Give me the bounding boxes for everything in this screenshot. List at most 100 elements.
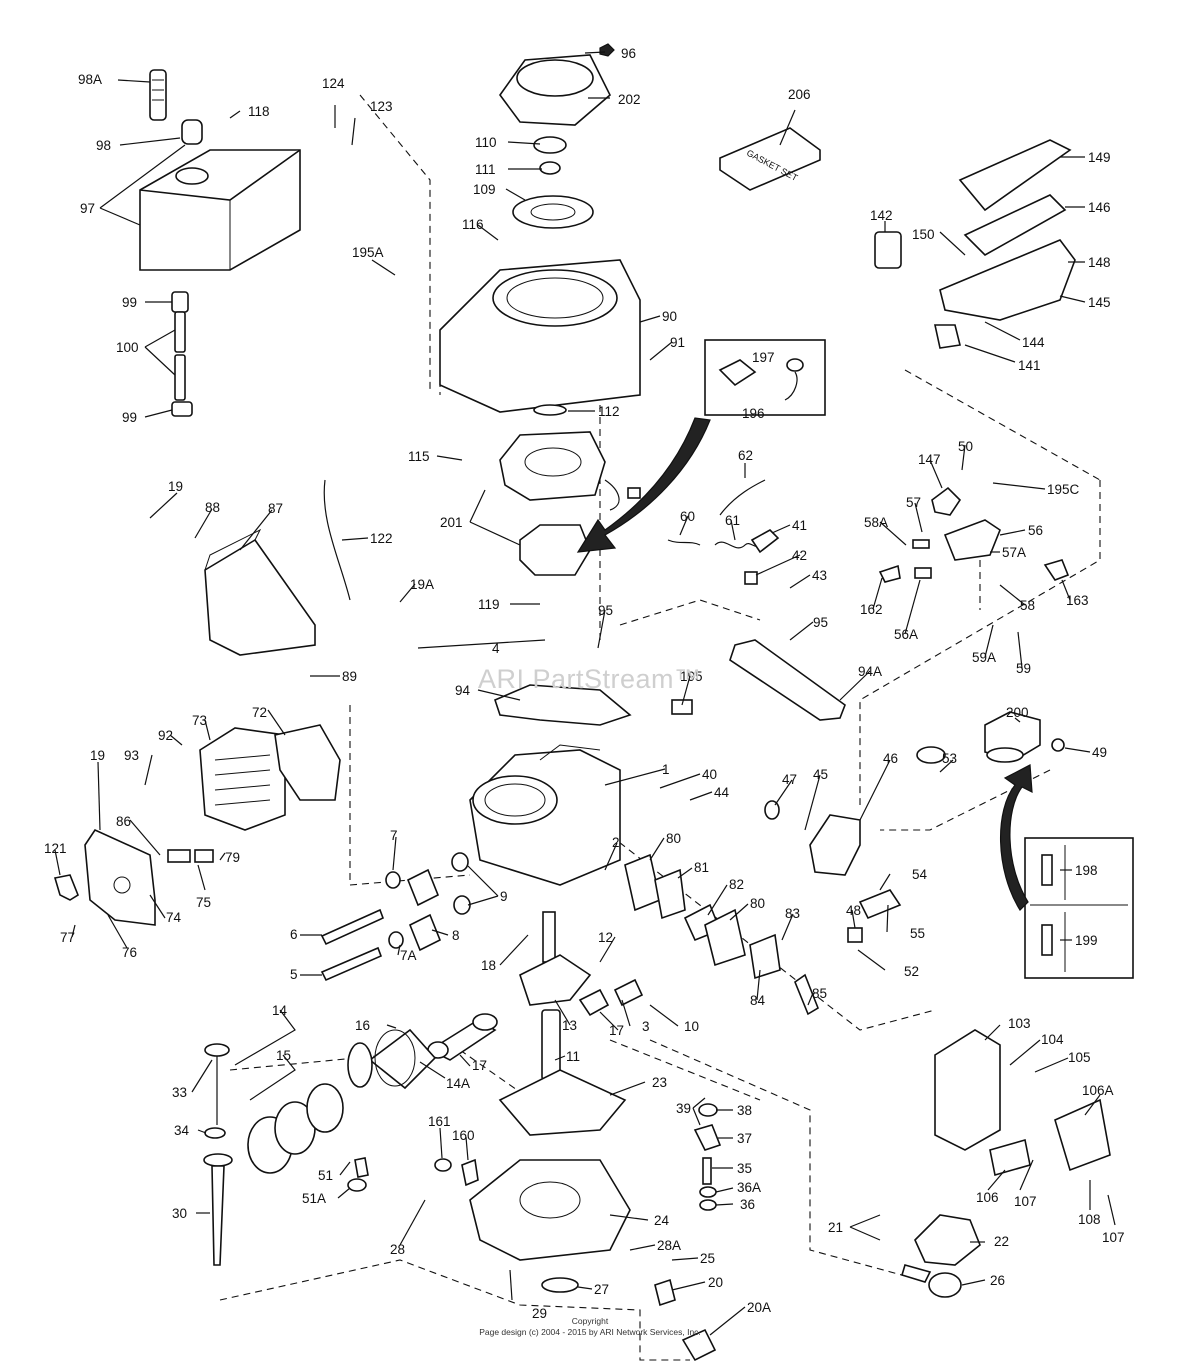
- callout-84: 84: [750, 993, 766, 1008]
- callout-54: 54: [912, 867, 928, 882]
- oil-tank-97: [139, 69, 301, 271]
- callout-17: 17: [472, 1058, 487, 1073]
- page-design-credit: Page design (c) 2004 - 2015 by ARI Netwo…: [479, 1327, 701, 1337]
- callout-88: 88: [205, 500, 220, 515]
- callout-59: 59: [1016, 661, 1031, 676]
- pto-gear-22: [901, 1214, 981, 1298]
- shield-74: [53, 828, 156, 926]
- callout-195: 195: [680, 669, 703, 684]
- callout-75: 75: [196, 895, 211, 910]
- callout-41: 41: [792, 518, 807, 533]
- callout-labels: 98A 118 98 97 124 123 96 202 206 149 146…: [44, 46, 1125, 1321]
- callout-141: 141: [1018, 358, 1041, 373]
- callout-118: 118: [248, 104, 270, 119]
- callout-95b: 95: [813, 615, 828, 630]
- callout-121: 121: [44, 841, 67, 856]
- callout-99b: 99: [122, 410, 137, 425]
- callout-14: 14: [272, 1003, 288, 1018]
- callout-97: 97: [80, 201, 95, 216]
- callout-29: 29: [532, 1306, 547, 1321]
- callout-96: 96: [621, 46, 636, 61]
- callout-57: 57: [906, 495, 921, 510]
- callout-200: 200: [1006, 705, 1029, 720]
- callout-11: 11: [566, 1049, 580, 1064]
- callout-202: 202: [618, 92, 641, 107]
- callout-80: 80: [666, 831, 681, 846]
- callout-58: 58: [1020, 598, 1035, 613]
- callout-108: 108: [1078, 1212, 1101, 1227]
- callout-91: 91: [670, 335, 685, 350]
- callout-80b: 80: [750, 896, 765, 911]
- callout-26: 26: [990, 1273, 1005, 1288]
- callout-110: 110: [475, 135, 497, 150]
- shroud-87: [204, 528, 316, 656]
- callout-62: 62: [738, 448, 753, 463]
- callout-162: 162: [860, 602, 883, 617]
- callout-124: 124: [322, 76, 345, 91]
- callout-58A: 58A: [864, 515, 888, 530]
- callout-74: 74: [166, 910, 182, 925]
- bracket-20A: [654, 1278, 717, 1362]
- callout-90: 90: [662, 309, 677, 324]
- callout-42: 42: [792, 548, 807, 563]
- callout-106: 106: [976, 1190, 999, 1205]
- fuel-line-55: [847, 889, 902, 943]
- flywheel-201: [499, 404, 641, 576]
- callout-161: 161: [428, 1114, 451, 1129]
- callout-87: 87: [268, 501, 283, 516]
- callout-56: 56: [1028, 523, 1043, 538]
- callout-19: 19: [168, 479, 183, 494]
- starter-202: [499, 43, 615, 229]
- callout-12: 12: [598, 930, 613, 945]
- blower-housing-90: [439, 259, 641, 413]
- callout-147: 147: [918, 452, 941, 467]
- callout-22: 22: [994, 1234, 1009, 1249]
- callout-98A: 98A: [78, 72, 102, 87]
- callout-1: 1: [662, 762, 670, 777]
- callout-37: 37: [737, 1131, 752, 1146]
- callout-72: 72: [252, 705, 267, 720]
- callout-107: 107: [1014, 1194, 1037, 1209]
- callout-7A: 7A: [400, 948, 417, 963]
- callout-4: 4: [492, 641, 500, 656]
- governor-parts: [693, 1103, 722, 1211]
- callout-76: 76: [122, 945, 137, 960]
- callout-52: 52: [904, 964, 919, 979]
- callout-93: 93: [124, 748, 139, 763]
- callout-94: 94: [455, 683, 471, 698]
- callout-149: 149: [1088, 150, 1111, 165]
- callout-10: 10: [684, 1019, 699, 1034]
- callout-8: 8: [452, 928, 460, 943]
- callout-44: 44: [714, 785, 730, 800]
- mounting-flange-24: [347, 1069, 631, 1293]
- callout-2: 2: [612, 835, 620, 850]
- callout-122: 122: [370, 531, 393, 546]
- intake-manifold-46: [764, 800, 861, 876]
- callout-73: 73: [192, 713, 207, 728]
- callout-19A: 19A: [410, 577, 434, 592]
- callout-24: 24: [654, 1213, 670, 1228]
- kit-arrow: [1000, 764, 1033, 911]
- callout-leaders: [54, 51, 1116, 1336]
- callout-59A: 59A: [972, 650, 996, 665]
- callout-57A: 57A: [1002, 545, 1026, 560]
- callout-198: 198: [1075, 863, 1098, 878]
- callout-18: 18: [481, 958, 496, 973]
- copyright-line: Copyright: [571, 1316, 609, 1326]
- callout-86: 86: [116, 814, 131, 829]
- callout-51A: 51A: [302, 1191, 326, 1206]
- callout-107b: 107: [1102, 1230, 1125, 1245]
- callout-55: 55: [910, 926, 925, 941]
- dipstick-30: [203, 1043, 233, 1266]
- callout-20: 20: [708, 1275, 723, 1290]
- callout-81: 81: [694, 860, 709, 875]
- callout-201: 201: [440, 515, 463, 530]
- callout-35: 35: [737, 1161, 752, 1176]
- callout-103: 103: [1008, 1016, 1031, 1031]
- callout-39: 39: [676, 1101, 691, 1116]
- callout-100: 100: [116, 340, 139, 355]
- callout-15: 15: [276, 1048, 291, 1063]
- valves-and-springs: [320, 852, 471, 982]
- callout-49: 49: [1092, 745, 1107, 760]
- callout-13: 13: [562, 1018, 577, 1033]
